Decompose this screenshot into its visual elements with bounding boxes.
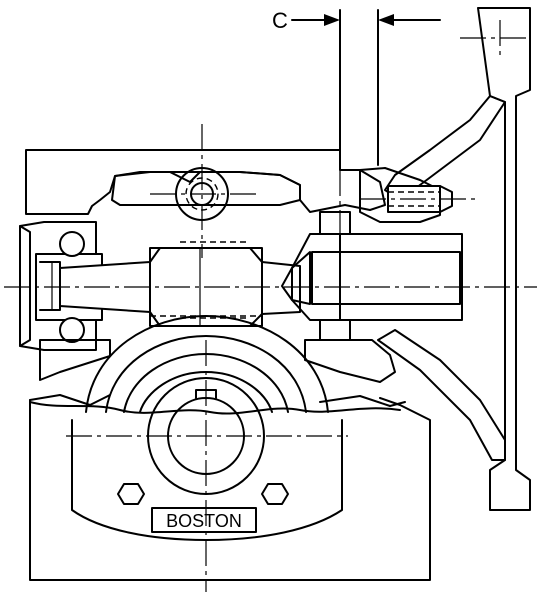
hex-bolt-left bbox=[117, 483, 145, 505]
ball-bearing-top bbox=[59, 231, 85, 257]
hex-bolt-right bbox=[261, 483, 289, 505]
nameplate: BOSTON bbox=[151, 507, 257, 533]
nameplate-text: BOSTON bbox=[166, 511, 242, 531]
dimension-label: C bbox=[272, 8, 288, 33]
bolt-boss bbox=[359, 167, 478, 223]
dimension-arrow-left bbox=[324, 14, 340, 26]
ball-bearing-bottom bbox=[59, 317, 85, 343]
dimension-arrow-right bbox=[378, 14, 394, 26]
right-seal-sleeve bbox=[281, 211, 463, 341]
housing-upper-wall bbox=[25, 149, 386, 215]
dimension-c: C bbox=[272, 8, 441, 166]
